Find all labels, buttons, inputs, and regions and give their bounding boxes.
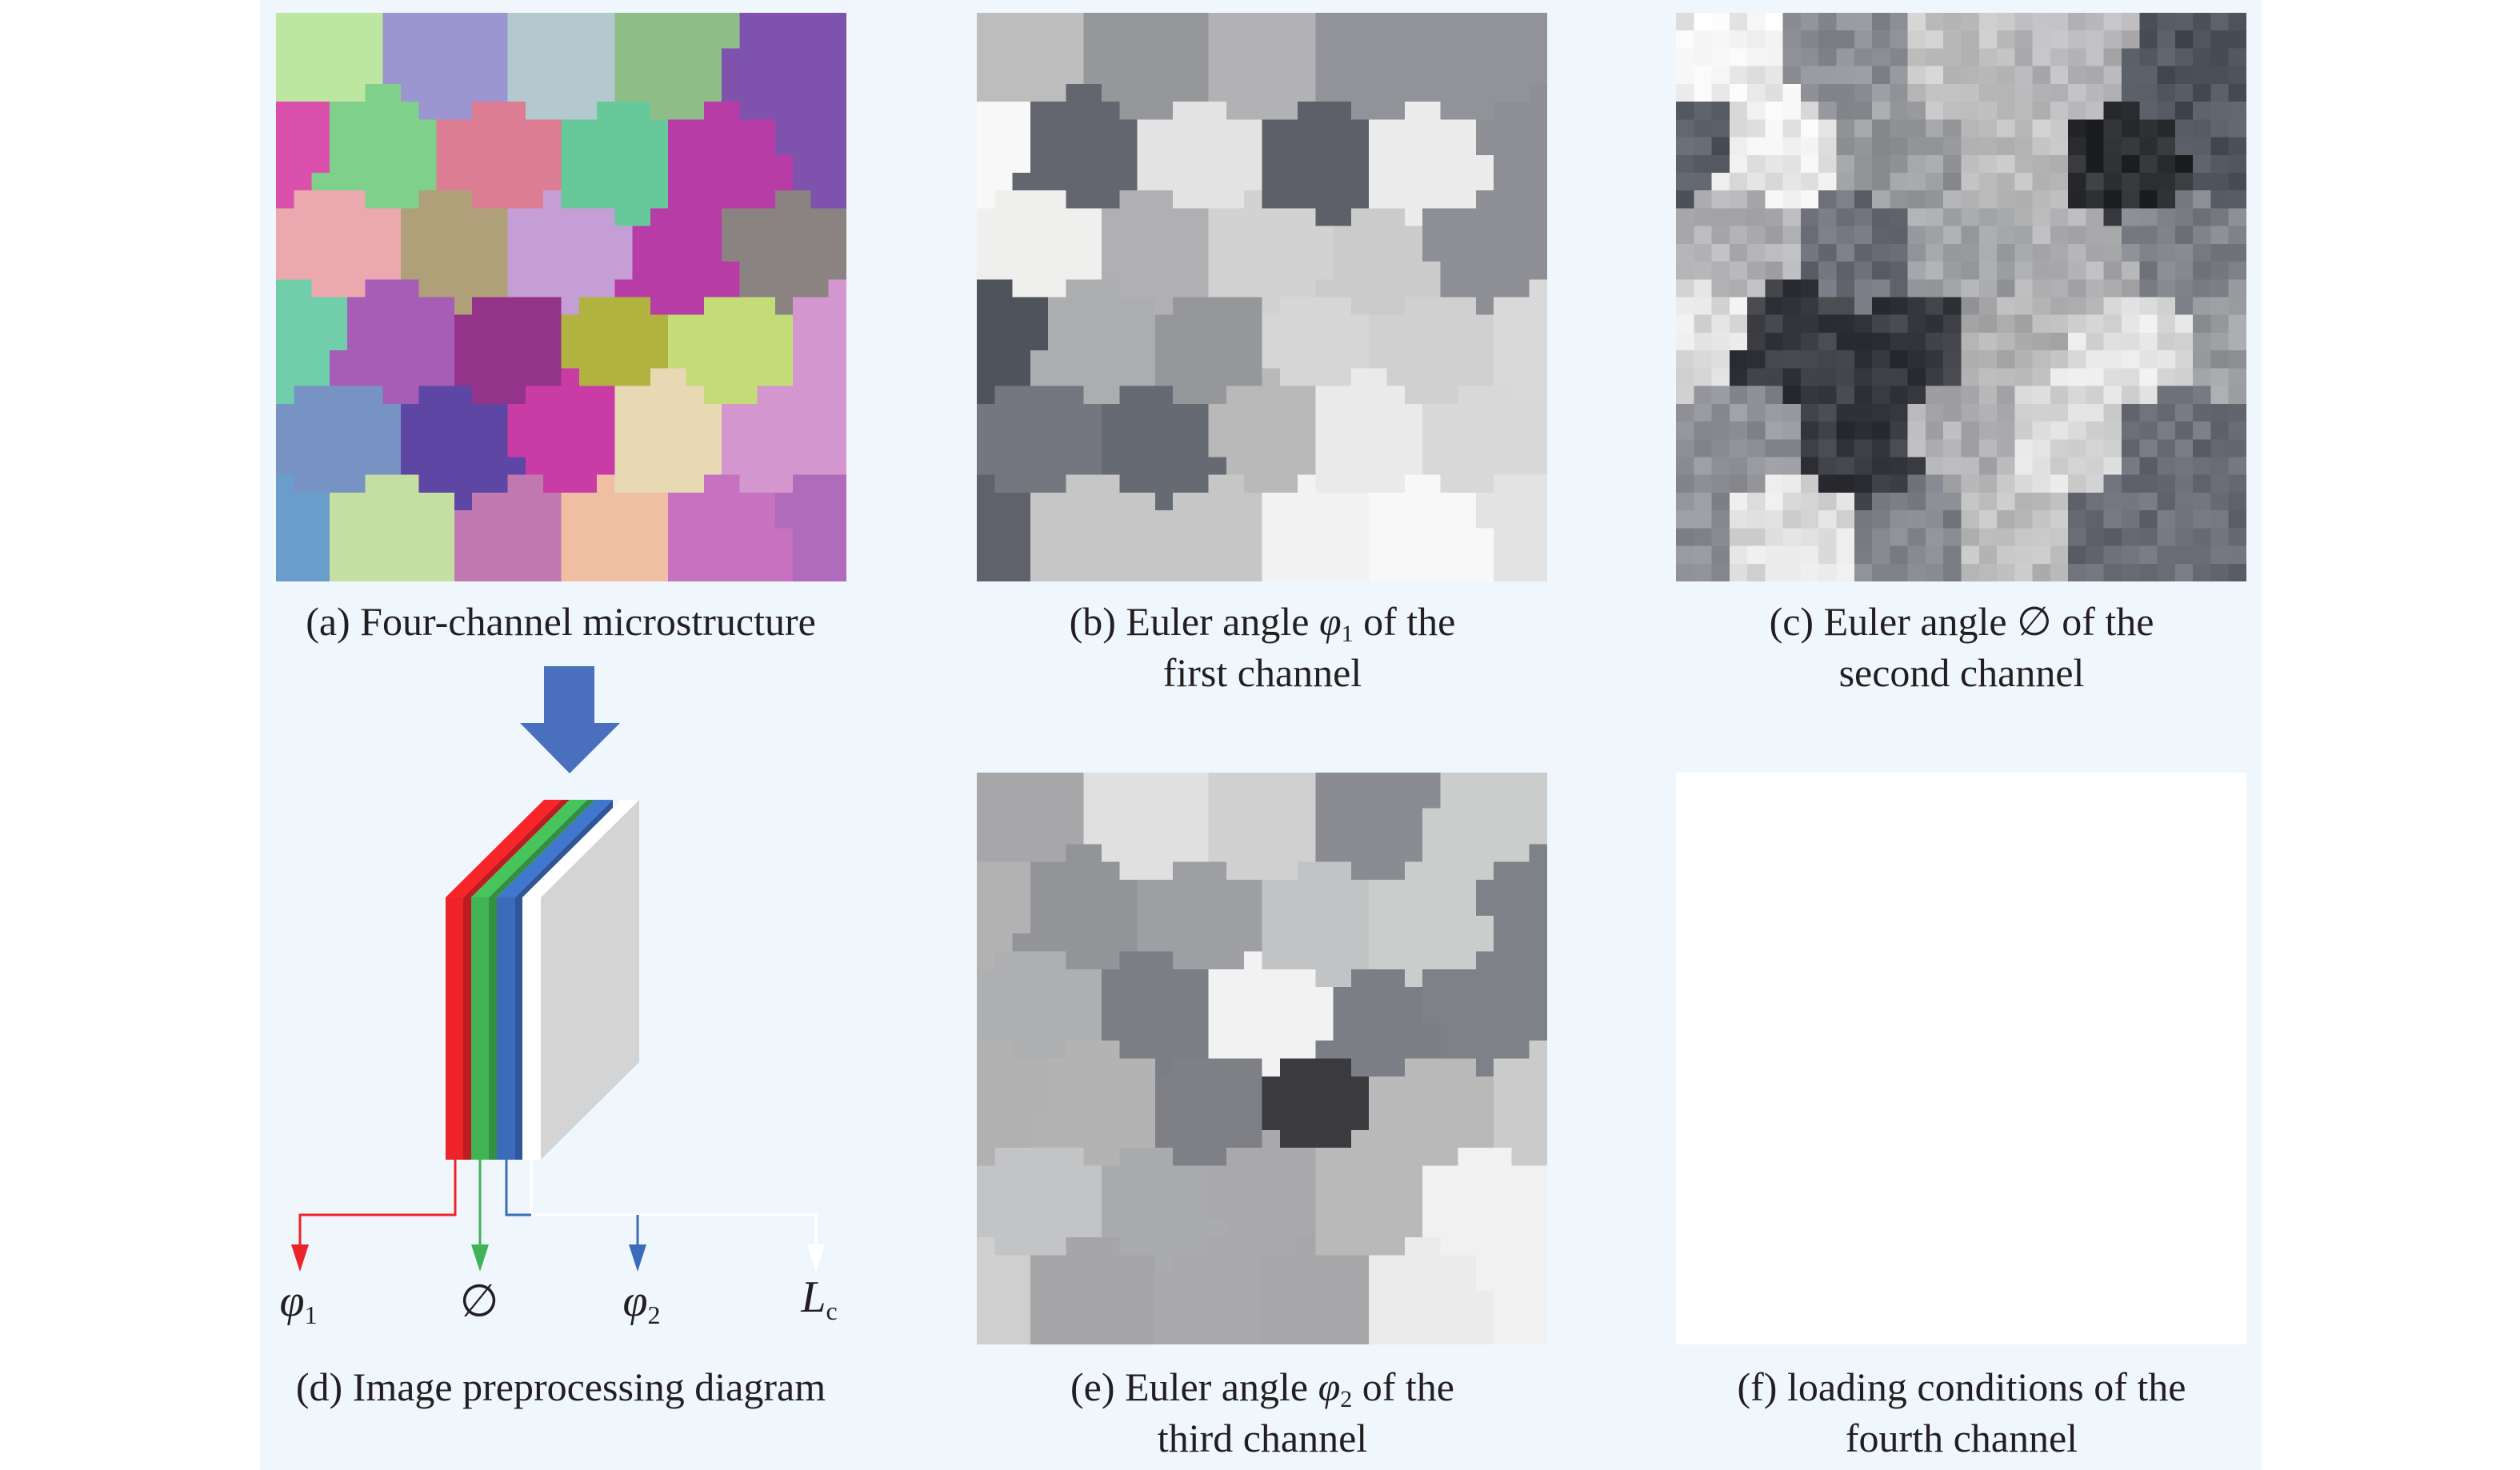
- caption-a: (a) Four-channel microstructure: [201, 596, 921, 647]
- white-layer-front: [522, 897, 541, 1160]
- caption-b-line2: first channel: [1162, 650, 1362, 695]
- label-phi: ∅: [460, 1276, 499, 1328]
- blue-arrowhead-icon: [629, 1244, 646, 1272]
- label-phi2-symbol: φ: [622, 1276, 648, 1326]
- four-channel-microstructure-image: [276, 13, 846, 581]
- label-phi2: φ2: [622, 1276, 661, 1329]
- caption-e-suffix: of the: [1352, 1364, 1454, 1409]
- down-arrow-icon: [520, 666, 620, 773]
- caption-e-subscript: 2: [1340, 1386, 1353, 1412]
- caption-f-line1: (f) loading conditions of the: [1737, 1364, 2186, 1409]
- red-connector: [298, 1160, 457, 1248]
- red-arrowhead-icon: [291, 1244, 309, 1272]
- red-layer-top: [446, 800, 562, 897]
- caption-c: (c) Euler angle ∅ of the second channel: [1602, 596, 2322, 698]
- caption-e-symbol: φ: [1318, 1364, 1341, 1409]
- caption-d: (d) Image preprocessing diagram: [201, 1361, 921, 1412]
- caption-f: (f) loading conditions of the fourth cha…: [1602, 1361, 2322, 1464]
- white-connector: [530, 1160, 818, 1248]
- caption-b-symbol: φ: [1318, 599, 1342, 644]
- caption-b-prefix: (b) Euler angle: [1069, 599, 1319, 644]
- white-layer-top: [522, 800, 639, 897]
- caption-c-suffix: of the: [2051, 599, 2154, 644]
- label-phi1-symbol: φ: [279, 1276, 305, 1326]
- label-phi1-subscript: 1: [304, 1300, 318, 1329]
- caption-e: (e) Euler angle φ2 of the third channel: [902, 1361, 1622, 1464]
- caption-e-prefix: (e) Euler angle: [1070, 1364, 1318, 1409]
- blue-layer-front: [497, 897, 515, 1160]
- green-layer-top: [471, 800, 587, 897]
- blue-connector: [505, 1160, 531, 1216]
- green-arrowhead-icon: [471, 1244, 489, 1272]
- label-phi2-subscript: 2: [647, 1300, 661, 1329]
- label-lc-symbol: L: [801, 1272, 826, 1322]
- label-phi1: φ1: [279, 1276, 318, 1329]
- caption-c-line2: second channel: [1838, 650, 2085, 695]
- red-layer-front: [446, 897, 463, 1160]
- euler-phi-map: [1676, 13, 2246, 581]
- caption-b-suffix: of the: [1353, 599, 1456, 644]
- caption-c-symbol: ∅: [2017, 599, 2052, 644]
- euler-phi2-map: [977, 773, 1547, 1344]
- caption-d-text: (d) Image preprocessing diagram: [295, 1364, 826, 1409]
- caption-f-line2: fourth channel: [1845, 1416, 2078, 1460]
- caption-b: (b) Euler angle φ1 of the first channel: [902, 596, 1622, 698]
- caption-b-subscript: 1: [1341, 621, 1354, 647]
- label-phi-symbol: ∅: [459, 1276, 499, 1327]
- blue-layer-top: [497, 800, 613, 897]
- caption-a-text: (a) Four-channel microstructure: [306, 599, 816, 644]
- caption-c-prefix: (c) Euler angle: [1769, 599, 2018, 644]
- label-lc-subscript: c: [826, 1296, 838, 1325]
- label-lc: Lc: [801, 1272, 838, 1325]
- loading-conditions-map: [1676, 773, 2246, 1344]
- caption-e-line2: third channel: [1157, 1416, 1368, 1460]
- green-layer-front: [471, 897, 489, 1160]
- euler-phi1-map: [977, 13, 1547, 581]
- white-arrowhead-icon: [807, 1244, 825, 1272]
- gray-layer-face: [541, 800, 639, 1160]
